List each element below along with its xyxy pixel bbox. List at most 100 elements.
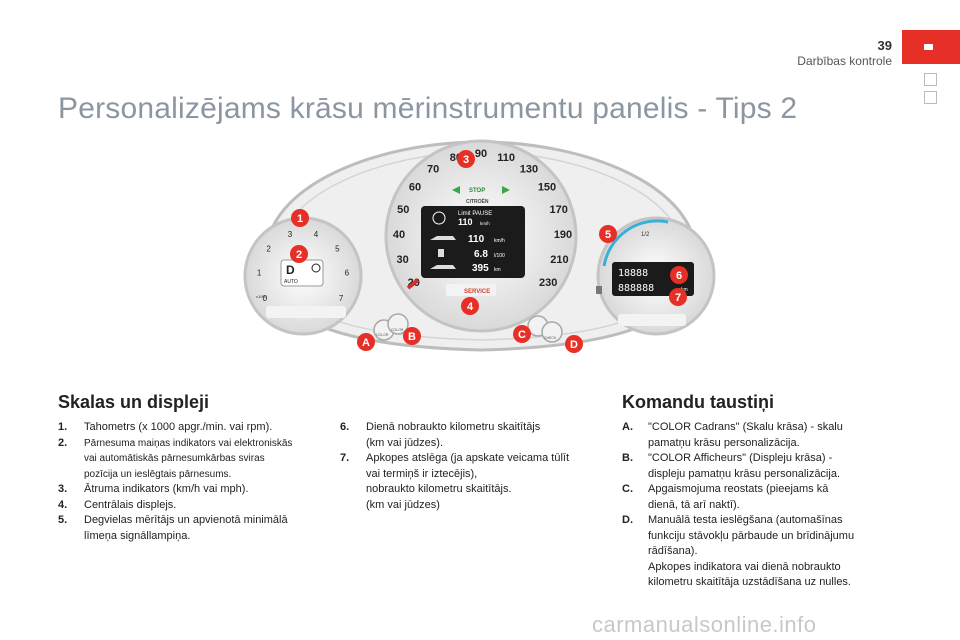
fuel-gauge-arc [602,219,669,267]
list-item-number: A. [622,421,633,433]
gauges-list-col2: 6. Dienā nobraukto kilometru skaitītājs (… [340,420,600,513]
gauges-list-col1: 1.Tahometrs (x 1000 apgr./min. vai rpm).… [58,420,318,544]
dial-tick-label: 190 [554,229,572,241]
section-heading-controls: Komandu taustiņi [622,392,774,412]
dial-tick-label: 60 [409,181,421,193]
screen-row-2-unit: l/100 [494,253,505,259]
list-item-text: Tahometrs (x 1000 apgr./min. vai rpm). [84,421,273,433]
center-screen [421,206,525,278]
color-dials-button-label: COLOR [376,333,389,337]
list-item-number: 2. [58,436,68,449]
gear-arrow-icon [311,263,321,273]
dial-tick-label: 230 [539,277,557,289]
list-item-text: Centrālais displejs. [84,498,177,511]
page-number: 39 [877,38,892,53]
page-title: Personalizējams krāsu mērinstrumentu pan… [58,92,798,125]
list-item-text: Apgaismojuma reostats (pieejams kā dienā… [648,483,829,511]
chapter-tab-mark [924,44,933,50]
list-item: 1.Tahometrs (x 1000 apgr./min. vai rpm). [58,420,318,436]
callout-c: C [513,325,531,343]
dial-tick-label: 7 [339,294,344,303]
list-item-text: Ātruma indikators (km/h vai mph). [84,483,249,495]
limit-unit: km/h [480,221,490,226]
warning-lights-right [618,314,686,326]
list-item-text: "COLOR Afficheurs" (Displeju krāsa) - di… [648,452,840,480]
svg-text:5: 5 [605,229,611,241]
color-displays-button [387,313,409,335]
watermark: carmanualsonline.info [592,612,817,637]
arrow-right-icon [502,186,510,194]
dial-tick-label: 30 [396,254,408,266]
callout-a: A [357,333,375,351]
list-item-number: B. [622,452,633,464]
list-item-number: 5. [58,514,68,526]
screen-row-3-value: 395 [472,263,489,274]
section-heading-gauges: Skalas un displeji [58,392,210,412]
odometer-unit: km [681,287,688,293]
svg-text:7: 7 [675,292,681,304]
list-item: 5. Degvielas mērītājs un apvienotā minimā… [58,513,318,544]
warning-lights-left [266,306,346,318]
tachometer-unit: x1000 [256,294,268,299]
section-title: Darbības kontrole [797,54,892,68]
svg-text:D: D [570,339,578,351]
list-item-text: Manuālā testa ieslēgšana (automašīnas fu… [648,514,855,588]
limit-label: Limit PAUSE [458,211,492,217]
stop-label: STOP [469,188,485,194]
needle-icon [406,278,420,290]
list-item-number: 6. [340,421,350,433]
list-item: A."COLOR Cadrans" (Skalu krāsa) - skalu … [622,420,902,451]
check-button [541,321,563,343]
dial-tick-label: 5 [335,245,340,254]
callout-d: D [565,335,583,353]
dial-tick-label: 90 [475,148,487,160]
svg-text:4: 4 [467,301,474,313]
trip-meter-value: 18888 [618,268,648,279]
dial-tick-label: 1 [257,269,262,278]
car-icon [430,265,456,269]
screen-row-3-unit: km [494,267,501,273]
list-item: C.Apgaismojuma reostats (pieejams kā die… [622,482,902,513]
controls-list: A."COLOR Cadrans" (Skalu krāsa) - skalu … [622,420,902,591]
limit-value: 110 [458,217,473,227]
fuel-half-mark: 1/2 [641,232,650,238]
callout-2: 2 [290,245,308,263]
screen-row-1-value: 110 [468,234,485,245]
list-item: 3.Ātruma indikators (km/h vai mph). [58,482,318,498]
screen-row-1-unit: km/h [494,238,505,244]
svg-text:1: 1 [297,213,303,225]
svg-text:B: B [408,331,416,343]
chapter-square [924,91,937,104]
arrow-left-icon [452,186,460,194]
list-item-number: D. [622,514,633,526]
svg-text:3: 3 [463,154,469,166]
list-item: 2. Pārnesuma maiņas indikators vai elektr… [58,436,318,483]
svg-text:A: A [362,337,370,349]
callout-1: 1 [291,209,309,227]
car-icon [430,236,456,240]
brand-name: CITROËN [466,198,489,205]
dial-tick-label: 170 [550,204,568,216]
callout-7: 7 [669,288,687,306]
list-item: D. Manuālā testa ieslēgšana (automašīnas … [622,513,902,591]
dial-tick-label: 6 [345,269,350,278]
list-item: 6. Dienā nobraukto kilometru skaitītājs (… [340,420,600,451]
chapter-square [924,73,937,86]
dial-tick-label: 50 [397,204,409,216]
service-warning [446,284,496,296]
odometer-value: 888888 [618,283,654,294]
list-item-text: Dienā nobraukto kilometru skaitītājs (km… [366,421,541,449]
callout-3: 3 [457,150,475,168]
list-item-text: Pārnesuma maiņas indikators vai elektron… [84,437,293,480]
callout-b: B [403,327,421,345]
svg-text:C: C [518,329,526,341]
dial-tick-label: 150 [538,181,556,193]
dial-tick-label: 70 [427,163,439,175]
svg-text:6: 6 [676,270,682,282]
list-item-text: Degvielas mērītājs un apvienotā minimālā… [84,514,288,542]
check-button-label: CHECK [544,336,557,340]
dial-tick-label: 3 [288,230,293,239]
callout-6: 6 [670,266,688,284]
